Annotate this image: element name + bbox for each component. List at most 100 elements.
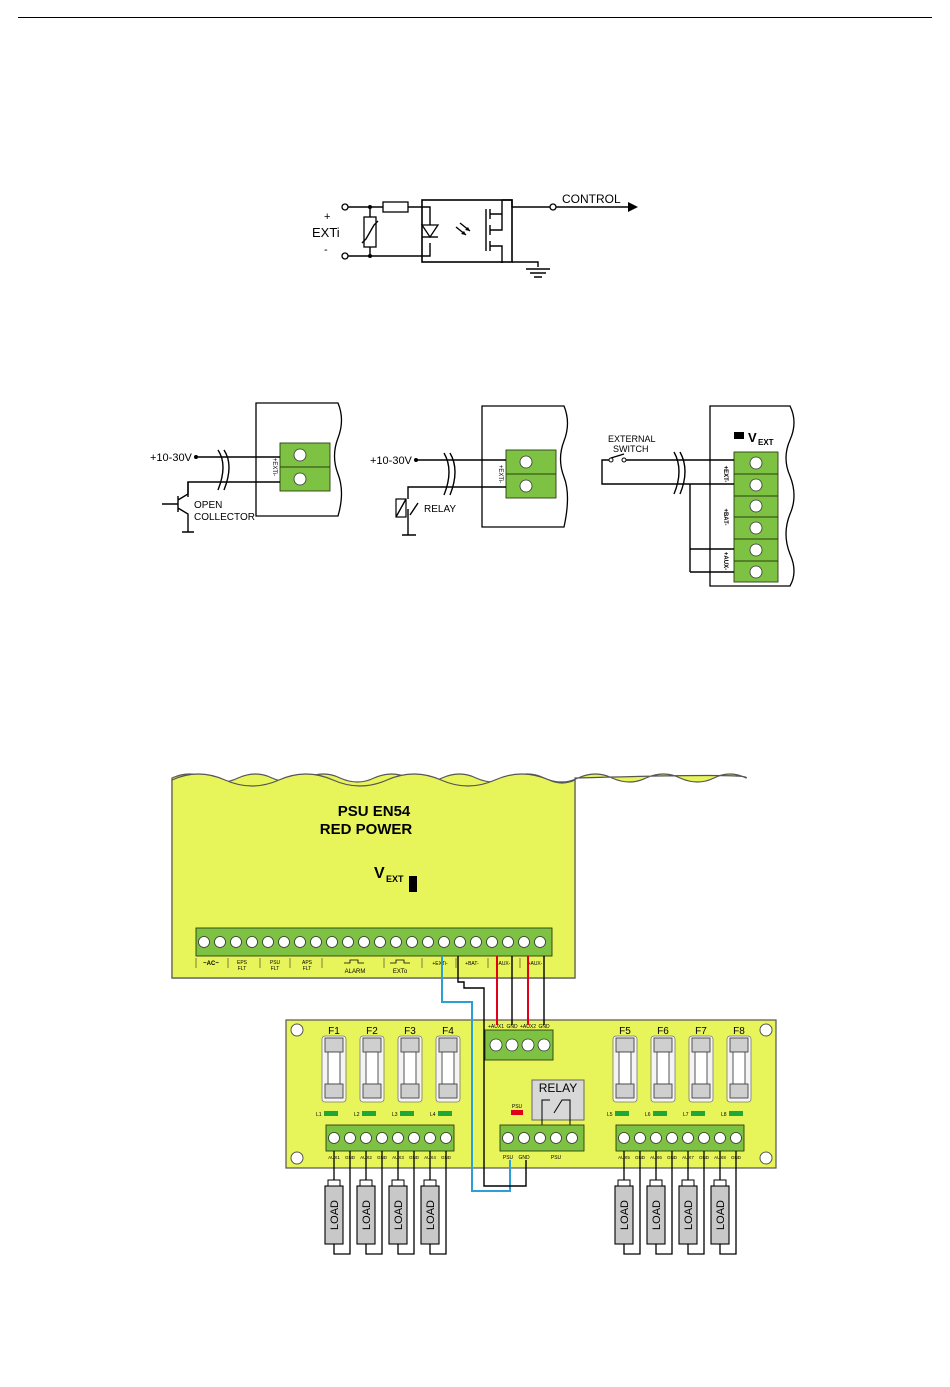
led-label: L4 (430, 1112, 436, 1118)
psu-title-1: PSU EN54 (338, 803, 411, 820)
psu-screw (438, 936, 450, 948)
fuse-label: F6 (657, 1026, 669, 1037)
fuse-label: F5 (619, 1026, 631, 1037)
load-5: LOAD (614, 1151, 641, 1255)
fuse-label: F2 (366, 1026, 378, 1037)
psu-screws (198, 936, 546, 948)
psu-screw (278, 936, 290, 948)
cable-break-icon (673, 451, 686, 495)
psu-screw (326, 936, 338, 948)
svg-text:+AUX2: +AUX2 (520, 1024, 536, 1030)
psu-screw (518, 936, 530, 948)
fuse-label: F7 (695, 1026, 707, 1037)
led-indicator (324, 1111, 338, 1116)
wiring (441, 956, 545, 1192)
cable-break-icon (217, 449, 230, 491)
relay-contact-icons (344, 959, 410, 964)
led-label: L7 (683, 1112, 689, 1118)
fuse-7: F7 (688, 1026, 714, 1103)
svg-text:ALARM: ALARM (345, 969, 366, 975)
load-4: LOAD (420, 1151, 447, 1255)
term-aux: +AUX- (722, 552, 728, 570)
psu-vext-sub: EXT (386, 874, 404, 884)
load-label: LOAD (393, 1200, 405, 1230)
exti-term-label: +EXTi- (271, 458, 277, 476)
svg-text:+EXTi-: +EXTi- (432, 961, 448, 967)
cable-break-icon (443, 452, 456, 496)
fuse-1: F1 (321, 1026, 347, 1103)
device-label-2: COLLECTOR (194, 512, 255, 523)
switch-label-2: SWITCH (613, 444, 649, 454)
svg-text:FLT: FLT (271, 966, 280, 972)
psu-screw (422, 936, 434, 948)
fig3-psu-fuse-module: PSU EN54 RED POWER V EXT ~AC~ EPS FLT PS… (171, 773, 777, 1255)
svg-text:GND: GND (518, 1155, 530, 1161)
exti-minus: - (324, 244, 328, 256)
mount-hole (759, 1151, 773, 1165)
mosfet-icon (485, 200, 503, 263)
psu-screw (294, 936, 306, 948)
exti-label: EXTi (312, 225, 340, 240)
fig2c-external-switch: V EXT +EXT- +BAT- +AUX- EXTERNAL SWITCH (601, 405, 795, 587)
led-indicator (362, 1111, 376, 1116)
svg-text:PSU: PSU (270, 960, 281, 966)
fuse-label: F4 (442, 1026, 454, 1037)
fuse-2: F2 (359, 1026, 385, 1103)
svg-text:~AC~: ~AC~ (203, 961, 219, 967)
terminal-minus (341, 252, 349, 260)
load-1: LOAD (324, 1151, 351, 1255)
led-indicator (615, 1111, 629, 1116)
fuse-label: F3 (404, 1026, 416, 1037)
fuse-5: F5 (612, 1026, 638, 1103)
psu-screw (310, 936, 322, 948)
load-3: LOAD (388, 1151, 415, 1255)
psu-screw (230, 936, 242, 948)
psu-screw (214, 936, 226, 948)
psu-screw (470, 936, 482, 948)
psu-screw (486, 936, 498, 948)
vext-sub: EXT (758, 438, 774, 447)
led-label: L6 (645, 1112, 651, 1118)
switch-icon (601, 453, 734, 485)
load-2: LOAD (356, 1151, 383, 1255)
svg-text:PSU: PSU (512, 1104, 523, 1110)
psu-screw (454, 936, 466, 948)
ground-icon (512, 261, 550, 278)
psu-screw (198, 936, 210, 948)
fuse-6: F6 (650, 1026, 676, 1103)
control-label: CONTROL (562, 192, 621, 206)
mount-hole (290, 1151, 304, 1165)
fig2a-open-collector: +EXTi- +10-30V OPEN COLLECTOR (150, 402, 343, 533)
voltage-label: +10-30V (150, 452, 193, 464)
device-label: RELAY (424, 504, 456, 515)
psu-housing-body (171, 773, 576, 979)
fuse-8: F8 (726, 1026, 752, 1103)
psu-screw (502, 936, 514, 948)
header-rule (18, 17, 932, 18)
transistor-icon (162, 482, 194, 533)
load-label: LOAD (329, 1200, 341, 1230)
fuse-label: F1 (328, 1026, 340, 1037)
exti-term-label: +EXTi- (497, 465, 503, 483)
svg-text:+AUX-: +AUX- (528, 961, 543, 967)
led-indicator (691, 1111, 705, 1116)
psu-screw (374, 936, 386, 948)
load-7: LOAD (678, 1151, 705, 1255)
led-indicator (400, 1111, 414, 1116)
input-wires (348, 206, 431, 257)
load-label: LOAD (361, 1200, 373, 1230)
device-label-1: OPEN (194, 500, 222, 511)
svg-text:GND: GND (538, 1024, 550, 1030)
load-label: LOAD (651, 1200, 663, 1230)
psu-screw (358, 936, 370, 948)
psu-screw (534, 936, 546, 948)
load-label: LOAD (425, 1200, 437, 1230)
svg-text:APS: APS (302, 960, 313, 966)
led-label: L2 (354, 1112, 360, 1118)
led-diode-icon (420, 224, 440, 239)
psu-title-2: RED POWER (320, 821, 413, 838)
psu-vext-v: V (374, 865, 385, 882)
term-ext: +EXT- (722, 466, 728, 483)
fuse-label: F8 (733, 1026, 745, 1037)
svg-text:+AUX-: +AUX- (496, 961, 511, 967)
